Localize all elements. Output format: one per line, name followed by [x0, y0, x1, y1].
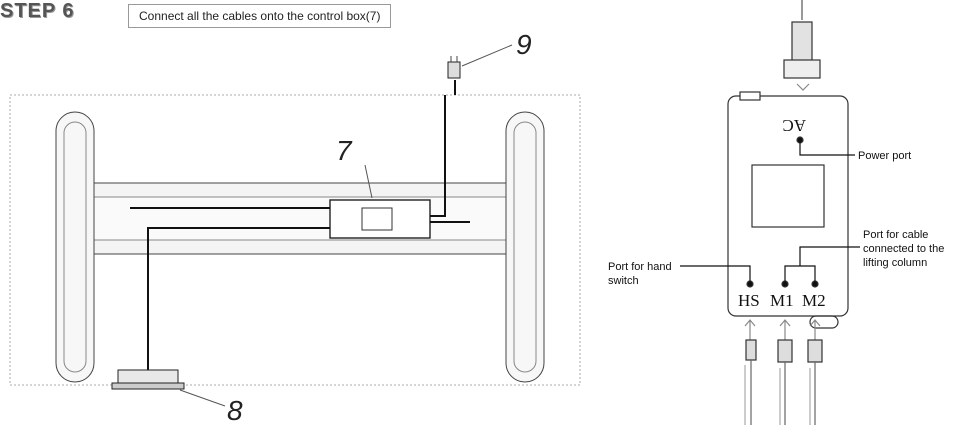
leg-left [55, 111, 95, 383]
lifting-column-port-label-3: lifting column [863, 257, 927, 269]
hs-port-label: HS [738, 291, 760, 310]
crossbar-bottom [89, 239, 511, 255]
control-box-body [727, 95, 849, 317]
callout-7: 7 [336, 135, 353, 166]
m1-connector [777, 339, 793, 363]
leader-power [799, 140, 855, 156]
hand-switch-port-label-1: Port for hand [608, 261, 672, 273]
step-instruction: Connect all the cables onto the control … [128, 4, 392, 28]
leader-8 [179, 389, 226, 407]
m2-connector [807, 339, 823, 363]
m1-port-label: M1 [770, 291, 794, 310]
step-title: STEP 6 [0, 0, 75, 22]
control-box [329, 199, 431, 239]
hs-connector [745, 339, 757, 361]
desk-frame-illustration [9, 44, 581, 407]
ac-plug [791, 21, 813, 63]
ac-port-label: AC [782, 116, 806, 135]
lifting-column-port-label-2: connected to the [863, 243, 944, 255]
hand-switch-port-label-2: switch [608, 275, 639, 287]
m2-port-label: M2 [802, 291, 826, 310]
crossbar-center [89, 196, 511, 241]
power-port-label: Power port [858, 150, 911, 162]
leg-right [505, 111, 545, 383]
leader-9 [461, 44, 513, 67]
control-box-detail [680, 0, 860, 425]
leader-hs [680, 265, 751, 284]
label-window [751, 164, 825, 228]
cable-power [430, 80, 456, 217]
lifting-column-port-label-1: Port for cable [863, 229, 928, 241]
cable-hand-switch [147, 227, 330, 372]
hand-switch [117, 369, 179, 385]
leader-m [784, 246, 860, 284]
power-plug [447, 61, 461, 79]
crossbar-top [89, 182, 511, 198]
desk-top-outline [9, 94, 581, 386]
leader-7 [364, 164, 373, 199]
callout-8: 8 [227, 395, 243, 425]
callout-9: 9 [516, 29, 532, 60]
